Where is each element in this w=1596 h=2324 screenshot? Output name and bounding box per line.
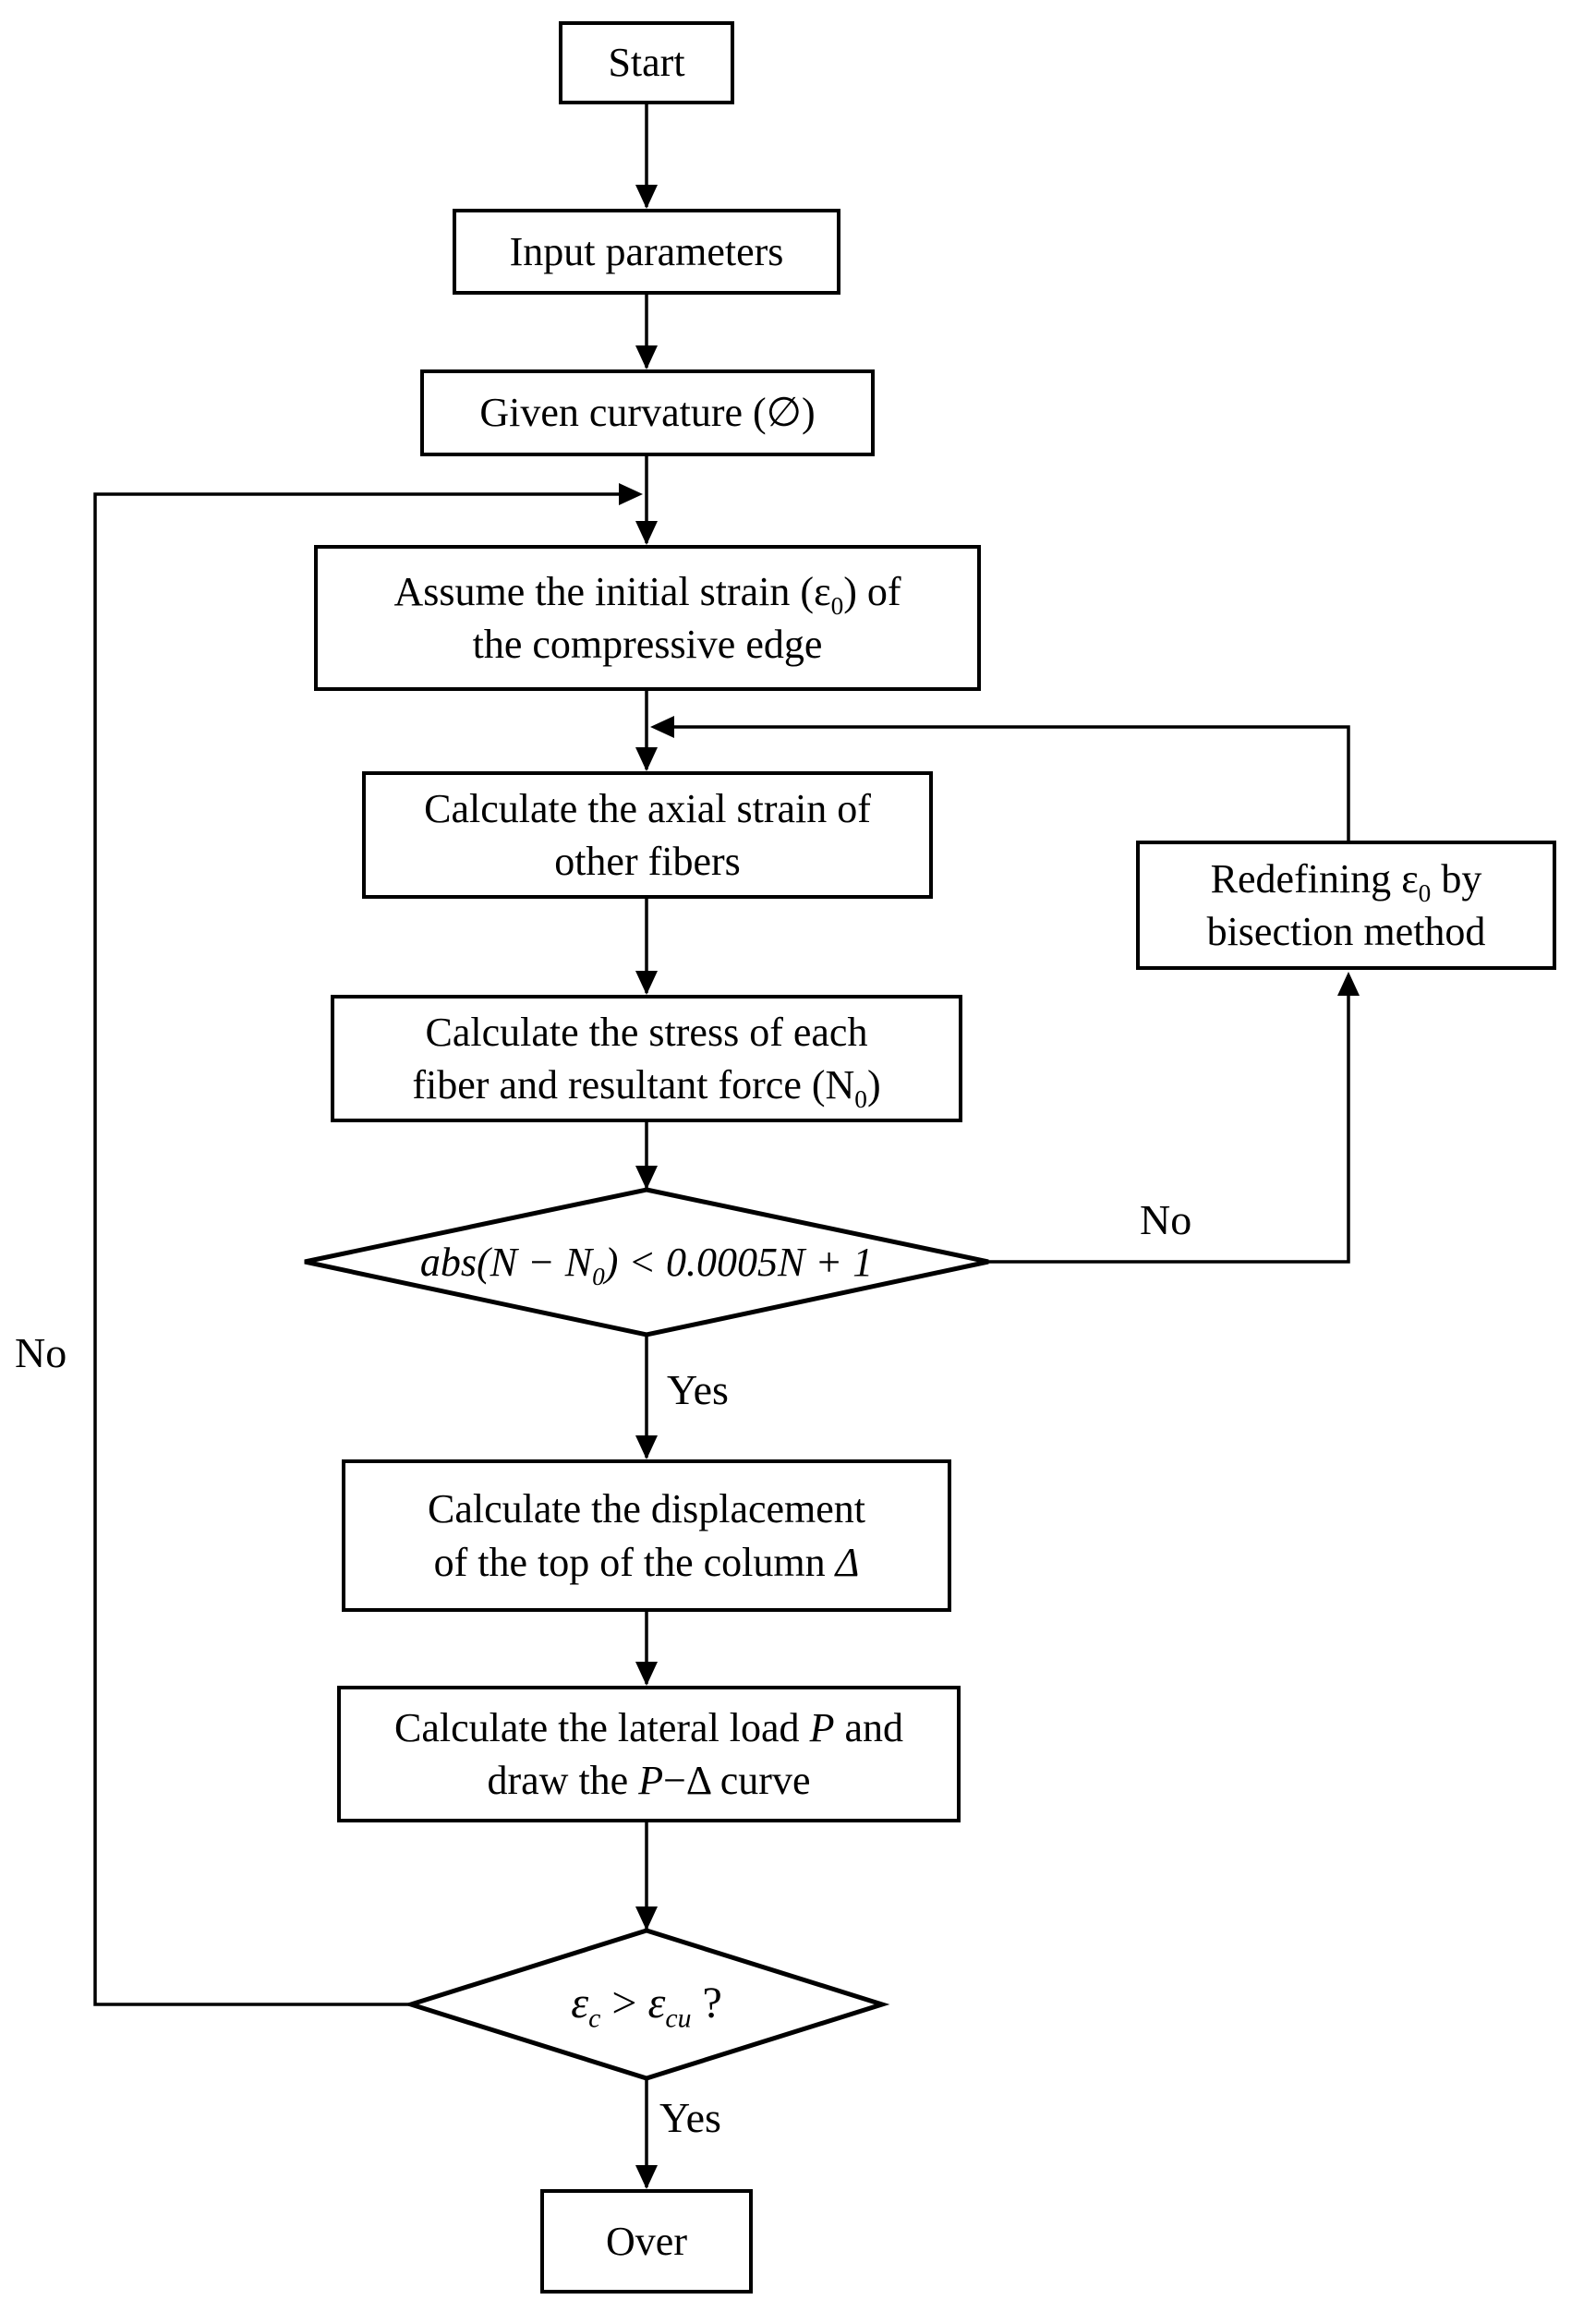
decision-force-tolerance-label: abs(N − N0) < 0.0005N + 1 xyxy=(314,1225,979,1299)
text-line: Calculate the axial strain of xyxy=(424,785,871,831)
epsilon-symbol: ε xyxy=(814,568,831,614)
node-input-label: Input parameters xyxy=(509,228,784,274)
text-line: fiber and resultant force (N0) xyxy=(412,1059,880,1111)
text-fragment: ? xyxy=(691,1978,722,2027)
text-line: bisection method xyxy=(1206,909,1486,954)
label-no-right-branch: No xyxy=(1140,1196,1192,1243)
text-fragment: Assume the initial strain ( xyxy=(393,568,815,614)
delta-symbol: Δ xyxy=(835,1539,860,1585)
text-fragment: ) < 0.0005N + 1 xyxy=(604,1239,874,1285)
no-loop-left-line xyxy=(93,492,635,2006)
node-calc-lateral-load: Calculate the lateral load P and draw th… xyxy=(337,1686,961,1822)
node-over-label: Over xyxy=(606,2218,687,2264)
no-branch-to-redefine xyxy=(988,975,1350,1264)
text-line: other fibers xyxy=(554,839,741,884)
label-yes-bottom-branch: Yes xyxy=(659,2094,721,2141)
text-fragment: ) of xyxy=(843,568,901,614)
epsilon-symbol: ε xyxy=(571,1978,589,2027)
decision-strain-limit-label: εc > εcu ? xyxy=(425,1956,868,2049)
formula: abs(N − N0) < 0.0005N + 1 xyxy=(419,1239,874,1290)
p-symbol: P xyxy=(809,1704,835,1750)
node-calc-axial-strain: Calculate the axial strain of other fibe… xyxy=(362,771,933,899)
text-line: Calculate the lateral load P and xyxy=(394,1701,903,1754)
text-fragment: Redefining xyxy=(1210,855,1402,902)
text-fragment: by xyxy=(1431,855,1482,902)
text-line: Redefining ε0 by xyxy=(1211,853,1482,905)
node-start: Start xyxy=(559,21,734,104)
node-input-parameters: Input parameters xyxy=(453,209,840,295)
epsilon-symbol: ε xyxy=(647,1978,666,2027)
text-line: draw the P−Δ curve xyxy=(487,1754,810,1807)
text-fragment: draw the xyxy=(487,1758,639,1803)
text-line: Calculate the stress of each xyxy=(425,1009,868,1055)
decision-force-tolerance-shape xyxy=(304,1187,989,1338)
text-fragment: fiber and resultant force ( xyxy=(412,1062,826,1108)
subscript-zero: 0 xyxy=(854,1084,867,1113)
text-fragment: Calculate the lateral load xyxy=(394,1704,810,1750)
node-assume-initial-strain: Assume the initial strain (ε0) of the co… xyxy=(314,545,981,691)
text-fragment: −Δ curve xyxy=(663,1758,811,1803)
node-over: Over xyxy=(540,2189,753,2294)
subscript-c: c xyxy=(588,2003,601,2034)
p-symbol: P xyxy=(638,1758,664,1803)
text-fragment: of the top of the column xyxy=(433,1539,836,1585)
text-line: of the top of the column Δ xyxy=(434,1536,860,1589)
text-fragment: abs(N − N xyxy=(419,1239,593,1285)
subscript-zero: 0 xyxy=(1418,878,1432,907)
node-given-curvature: Given curvature (∅) xyxy=(420,369,875,456)
subscript-zero: 0 xyxy=(592,1262,605,1290)
subscript-cu: cu xyxy=(665,2003,692,2034)
subscript-zero: 0 xyxy=(830,591,844,620)
node-calc-displacement: Calculate the displacement of the top of… xyxy=(342,1459,951,1612)
epsilon-symbol: ε xyxy=(1401,855,1419,902)
connector-lines xyxy=(93,104,1350,2187)
node-calc-stress-force: Calculate the stress of each fiber and r… xyxy=(331,995,962,1122)
node-start-label: Start xyxy=(608,40,685,86)
text-line: Calculate the displacement xyxy=(427,1486,866,1532)
label-no-left-loop: No xyxy=(15,1329,67,1376)
redefine-feedback-line xyxy=(658,725,1350,841)
arrowheads xyxy=(619,185,1360,2189)
node-redefine-bisection: Redefining ε0 by bisection method xyxy=(1136,841,1556,970)
text-fragment: > xyxy=(600,1978,648,2027)
text-fragment: ) xyxy=(866,1062,881,1108)
formula: εc > εcu ? xyxy=(571,1978,722,2032)
text-line: Assume the initial strain (ε0) of xyxy=(393,565,901,618)
n-symbol: N xyxy=(825,1062,855,1108)
text-line: the compressive edge xyxy=(472,622,823,667)
node-given-label: Given curvature (∅) xyxy=(479,390,816,436)
text-fragment: and xyxy=(834,1704,903,1750)
decision-strain-limit-shape xyxy=(403,1928,890,2081)
label-yes-mid-branch: Yes xyxy=(667,1366,729,1413)
